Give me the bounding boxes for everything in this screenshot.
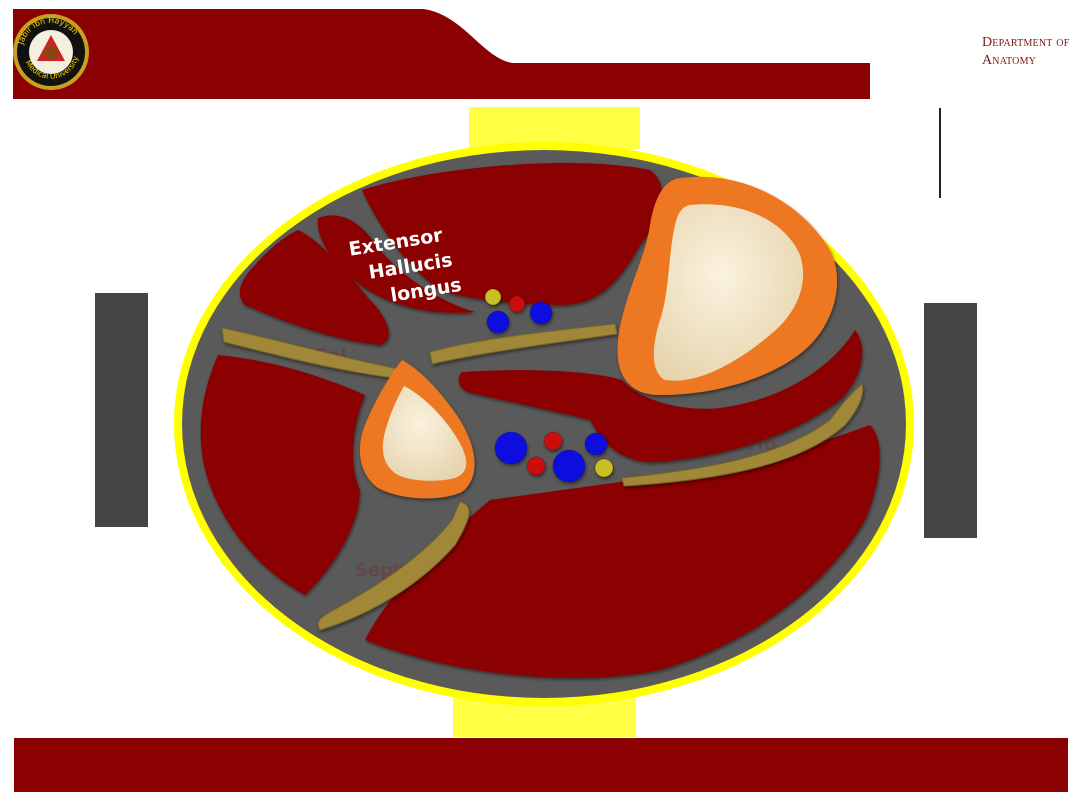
department-line-2: Anatomy <box>982 53 1037 68</box>
anterior-tibial-vein-1 <box>486 310 510 334</box>
ghost-label-2: Tib <box>745 434 776 455</box>
top-label-box <box>469 107 640 149</box>
anterior-tibial-artery <box>508 295 526 313</box>
department-title: Department of Anatomy <box>982 34 1069 70</box>
header-band <box>13 9 870 99</box>
fibula-bone <box>382 386 467 481</box>
anterior-muscle-lateral <box>239 230 389 345</box>
soleus-gastrocnemius-muscle <box>365 425 880 679</box>
deep-peroneal-nerve <box>484 288 502 306</box>
vertical-divider <box>939 108 941 198</box>
tibialis-posterior-muscle <box>458 330 863 463</box>
interosseous-membrane-lower <box>621 383 864 487</box>
right-label-panel <box>924 303 977 538</box>
tibia-bone <box>653 204 804 381</box>
posterior-tibial-vein-1 <box>494 431 528 465</box>
peroneal-vein <box>584 432 608 456</box>
interosseous-membrane-upper <box>429 323 618 365</box>
anterior-tibial-vein-2 <box>529 301 553 325</box>
peroneal-artery <box>526 456 546 476</box>
university-logo: Jabir ibn Hayyan Medical University <box>12 13 90 91</box>
footer-band <box>14 738 1068 792</box>
posterior-tibial-artery <box>543 431 563 451</box>
left-label-panel <box>95 293 148 527</box>
extensor-digitorum-longus-muscle <box>362 162 663 305</box>
extensor-hallucis-longus-muscle <box>317 215 475 313</box>
department-line-1: Department of <box>982 35 1070 50</box>
posterior-intermuscular-septum <box>317 501 470 631</box>
tibial-nerve <box>594 458 614 478</box>
posterior-tibial-vein-2 <box>552 449 586 483</box>
peroneal-muscle <box>200 355 365 595</box>
